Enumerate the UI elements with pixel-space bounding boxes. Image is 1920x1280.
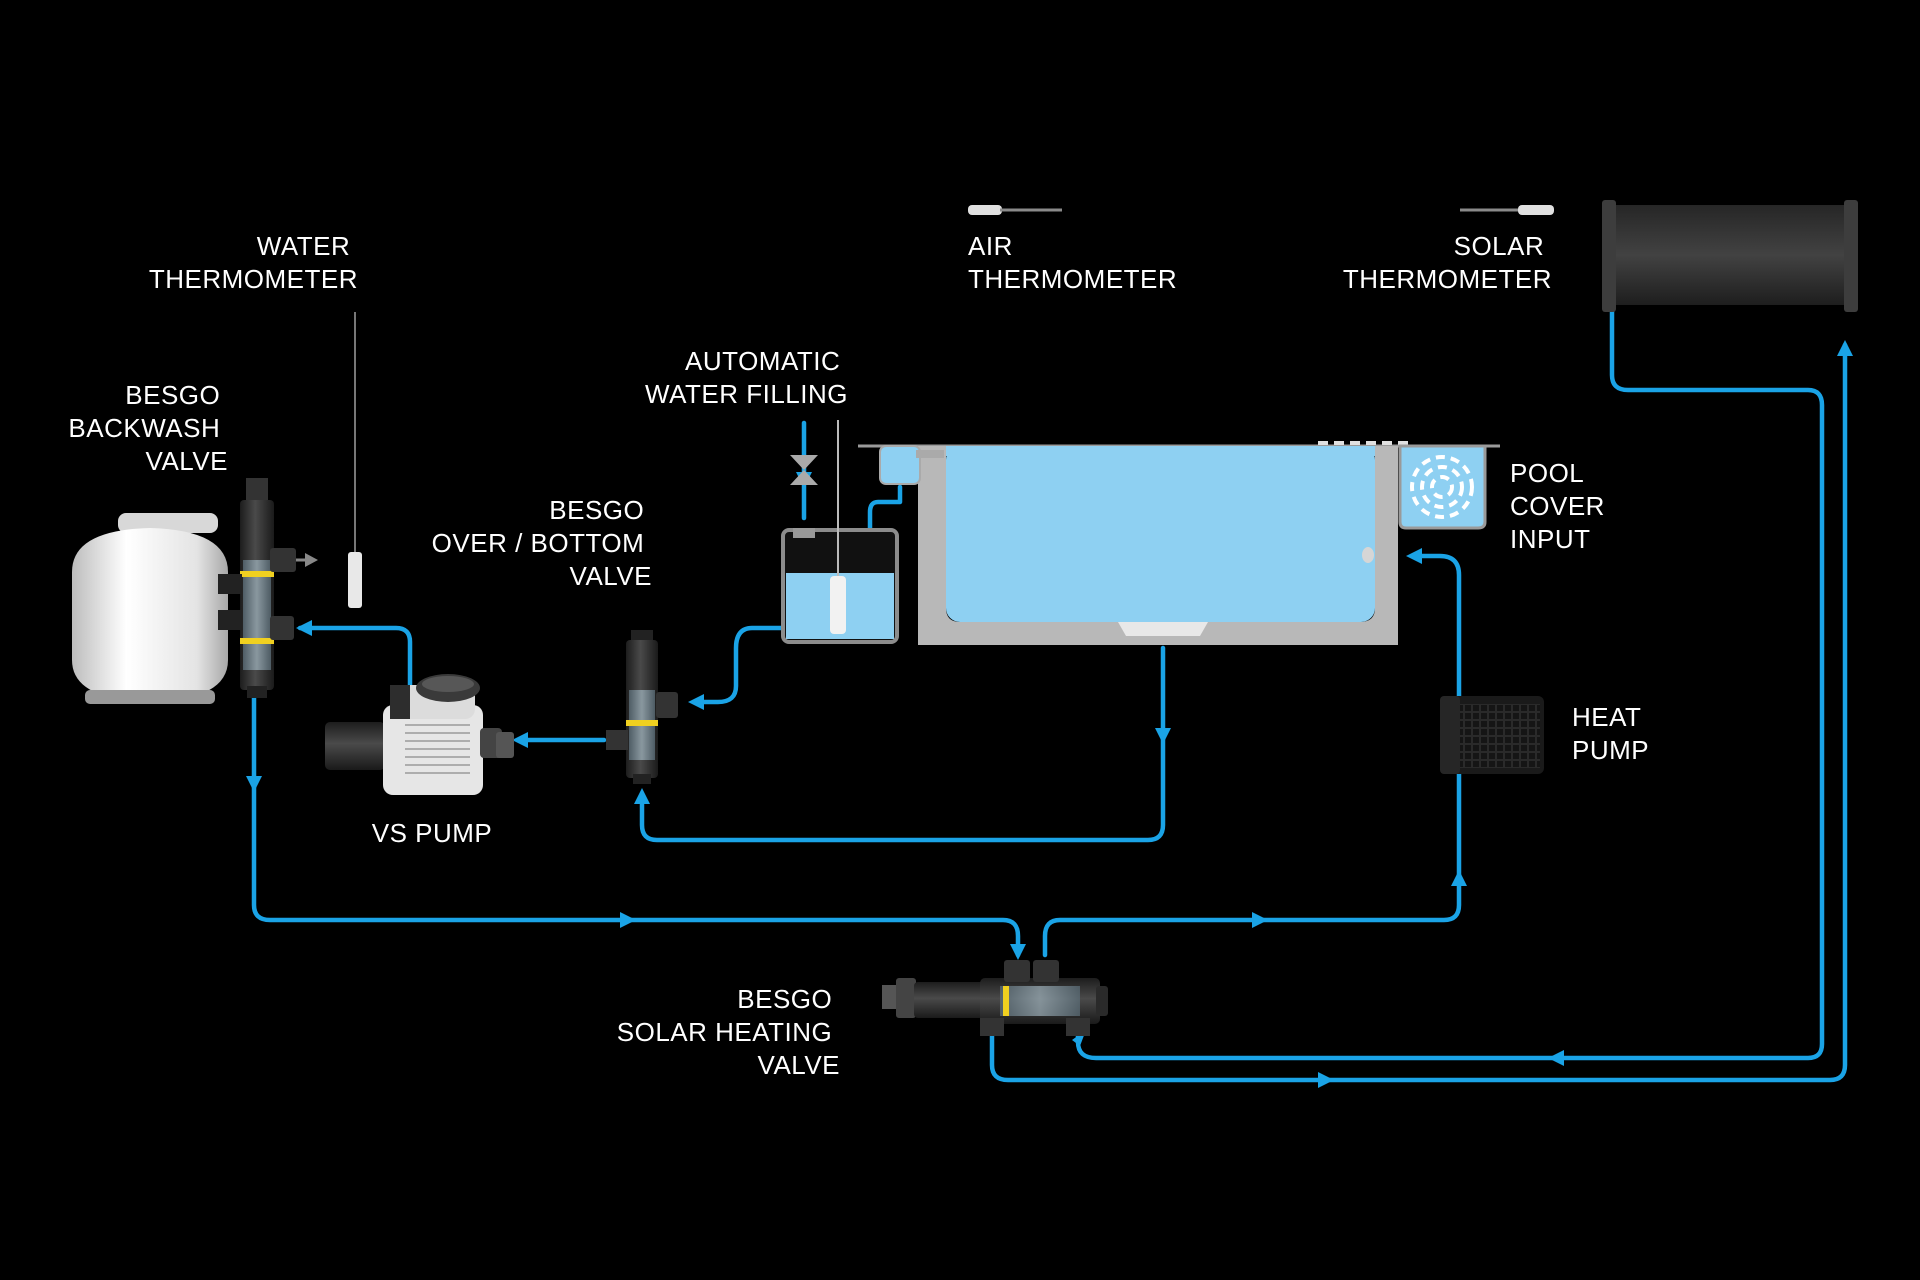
solar-collector [1602,200,1858,312]
pool-cover-roll-icon [1410,455,1474,519]
arrow-to-heatpump [1252,912,1268,928]
arrow-up-heatpump [1451,870,1467,886]
pipe-drain-loop [639,645,1166,843]
label-water-thermometer: WATER THERMOMETER [149,231,358,294]
label-automatic-water-filling: AUTOMATIC WATER FILLING [645,346,848,409]
arrow-drain-down [1155,728,1171,744]
arrow-return-left [1548,1050,1564,1066]
pool [858,441,1500,645]
water-thermometer-probe [348,312,362,608]
arrow-drain-up [634,788,650,804]
label-over-bottom-valve: BESGO OVER / BOTTOM VALVE [432,495,652,591]
pipe-tank-to-valve [692,625,786,705]
pipe-solar-return [1075,302,1825,1061]
arrow-into-pump [512,732,528,748]
arrow-into-solar-valve [1010,944,1026,960]
air-thermometer-probe [968,205,1062,215]
backwash-valve[interactable] [218,478,296,698]
auto-filling-tank [781,420,899,644]
pipe-skimmer-to-tank [867,484,903,548]
pipe-solar-supply [989,342,1848,1083]
pipe-pump-to-backwash [297,625,413,691]
arrow-into-over-bottom-valve [688,694,704,710]
flow-arrows [246,340,1853,1088]
label-vs-pump: VS PUMP [372,818,493,848]
arrow-into-backwash [296,620,312,636]
arrow-bottom-right [620,912,636,928]
arrow-supply-right [1318,1072,1334,1088]
label-backwash-valve: BESGO BACKWASH VALVE [68,380,228,476]
arrow-into-pool [1406,548,1422,564]
arrow-backwash-down [246,776,262,792]
pipe-backwash-to-solar-valve [251,694,1021,958]
arrow-up-solar [1837,340,1853,356]
vs-pump[interactable] [325,674,514,795]
pipes [251,302,1848,1083]
label-pool-cover-input: POOL COVER INPUT [1510,458,1613,554]
labels: WATER THERMOMETER AIR THERMOMETER SOLAR … [68,231,1649,1080]
label-solar-heating-valve: BESGO SOLAR HEATING VALVE [617,984,840,1080]
arrow-backwash-outlet [305,553,318,567]
label-solar-thermometer: SOLAR THERMOMETER [1343,231,1552,294]
pipe-solar-valve-to-heatpump [1042,553,1462,958]
fill-valve-icon [790,455,818,470]
label-air-thermometer: AIR THERMOMETER [968,231,1177,294]
heat-pump[interactable] [1440,696,1544,774]
over-bottom-valve[interactable] [606,630,678,784]
label-heat-pump: HEAT PUMP [1572,702,1649,765]
solar-heating-valve[interactable] [882,960,1108,1036]
solar-thermometer-probe [1460,205,1554,215]
sand-filter-tank [72,513,228,704]
